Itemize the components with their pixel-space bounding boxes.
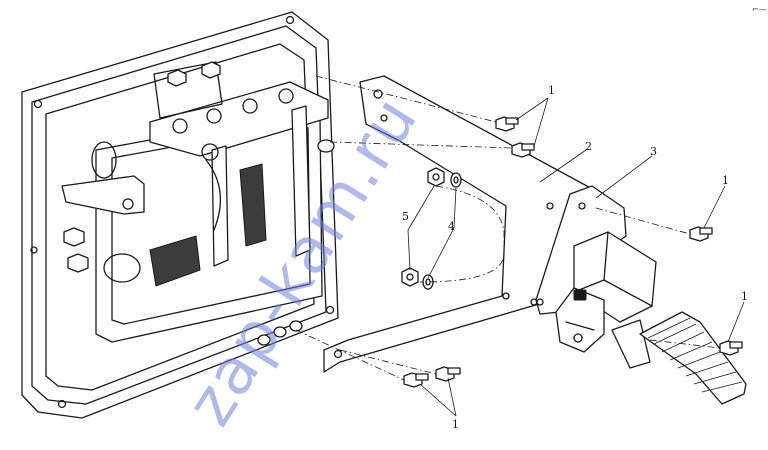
callout-5: 5 bbox=[402, 210, 409, 223]
assembly-axes bbox=[295, 75, 721, 381]
callout-1-bottom: 1 bbox=[452, 418, 459, 431]
callout-2: 2 bbox=[585, 140, 592, 153]
corner-mark: ⌐— bbox=[752, 5, 767, 14]
bolts bbox=[403, 116, 743, 388]
callout-1-right: 1 bbox=[722, 174, 729, 187]
accelerator-pedal bbox=[555, 231, 747, 405]
callout-3: 3 bbox=[650, 145, 657, 158]
callout-1-lower-right: 1 bbox=[741, 290, 748, 303]
callout-4: 4 bbox=[448, 220, 455, 233]
leader-lines bbox=[407, 97, 745, 417]
pedal-bracket bbox=[61, 61, 335, 346]
nuts-washers bbox=[401, 167, 462, 290]
callout-1-top: 1 bbox=[548, 84, 555, 97]
